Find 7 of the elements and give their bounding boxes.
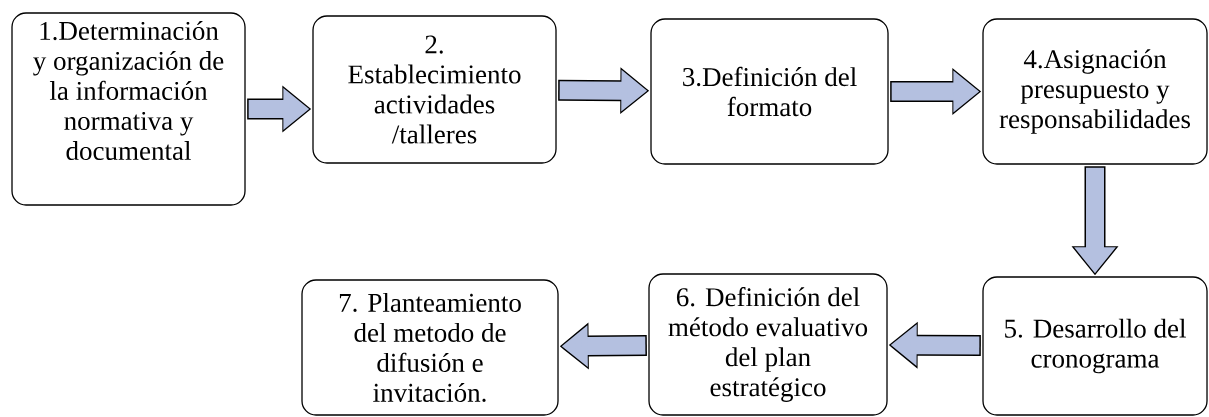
process-box: 7. Planteamiento del metodo de difusión e invitación. [301,279,559,416]
process-box: 2. Establecimiento actividades /talleres [312,15,557,164]
process-box: 4.Asignación presupuesto y responsabilidades [982,18,1208,165]
process-box: 1.Determinación y organización de la información normativa y documental [11,12,246,206]
process-box: 3.Definición del formato [650,18,889,165]
process-box: 6. Definición del método evaluativo del plan estratégico [648,273,888,416]
process-box: 5. Desarrollo del cronograma [982,276,1208,416]
